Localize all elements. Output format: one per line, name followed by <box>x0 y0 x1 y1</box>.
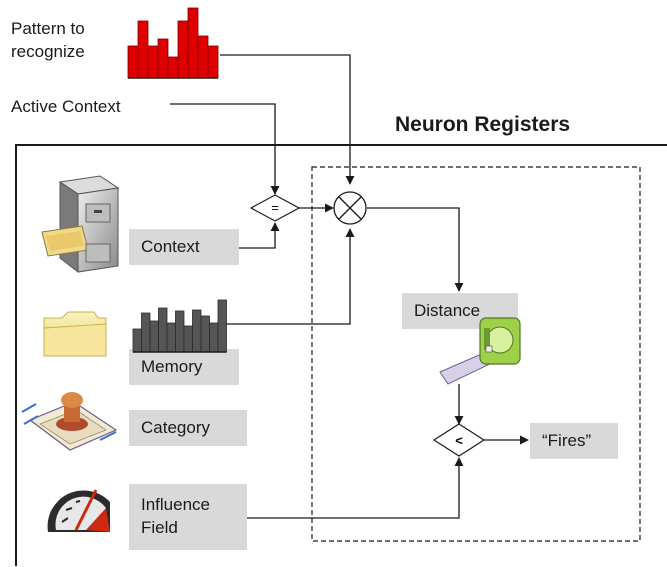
influence-field-box: Influence Field <box>129 484 247 550</box>
context-compare-node: = <box>249 194 301 222</box>
neuron-registers-title: Neuron Registers <box>395 113 571 136</box>
stamp-icon <box>21 392 118 451</box>
memory-bars-icon <box>132 299 227 353</box>
pattern-bars-icon <box>127 7 219 79</box>
filing-cabinet-icon <box>41 175 120 274</box>
context-line <box>239 222 280 249</box>
influence-label-line-2: Field <box>141 518 178 537</box>
memory-bars-bar <box>149 320 159 353</box>
category-box: Category <box>129 410 247 446</box>
connections <box>170 54 529 519</box>
pattern-bars-bar <box>137 20 149 79</box>
memory-line <box>226 228 355 325</box>
memory-bars-bar <box>183 325 193 353</box>
context-label: Context <box>141 236 200 256</box>
memory-bars-bar <box>217 299 227 353</box>
pattern-bars-bar <box>127 45 139 79</box>
memory-bars-bar <box>141 312 151 353</box>
pattern-bars-bar <box>147 45 159 79</box>
influence-line <box>247 457 464 519</box>
pattern-bars-bar <box>177 20 189 79</box>
memory-bars-bar <box>175 310 185 353</box>
memory-bars-bar <box>209 322 219 353</box>
pattern-bars-bar <box>197 35 209 79</box>
equal-symbol: = <box>271 200 279 215</box>
memory-box: Memory <box>129 349 239 385</box>
pattern-bars-bar <box>167 56 179 79</box>
fires-label: “Fires” <box>542 430 592 450</box>
pattern-bars-bar <box>207 45 219 79</box>
folder-icon <box>43 311 107 357</box>
pattern-label-line-2: recognize <box>11 41 85 61</box>
memory-bars-bar <box>158 307 168 353</box>
xor-to-distance-line <box>367 207 464 292</box>
pattern-bars-bar <box>157 38 169 79</box>
memory-bars-bar <box>166 322 176 353</box>
less-than-symbol: < <box>455 433 463 448</box>
influence-label-line-1: Influence <box>141 495 210 515</box>
memory-bars-bar <box>132 328 142 353</box>
xor-node <box>333 191 367 225</box>
memory-label: Memory <box>141 356 203 376</box>
pattern-to-recognize-label: Pattern to recognize <box>11 18 85 64</box>
memory-bars-bar <box>192 309 202 353</box>
memory-bars-bar <box>200 315 210 353</box>
register-frame <box>15 144 667 566</box>
fires-box: “Fires” <box>530 423 618 459</box>
pattern-line <box>220 54 355 185</box>
distance-label: Distance <box>414 300 481 320</box>
pattern-label-line-1: Pattern to <box>11 19 85 38</box>
category-label: Category <box>141 417 210 437</box>
threshold-compare-node: < <box>432 423 486 457</box>
tape-measure-icon <box>439 317 521 385</box>
gauge-icon <box>47 489 110 532</box>
pattern-bars-bar <box>187 7 199 79</box>
active-context-label: Active Context <box>11 97 121 116</box>
context-box: Context <box>129 229 239 265</box>
active-context-line <box>170 103 280 195</box>
distance-box: Distance <box>402 293 518 329</box>
neuron-boundary <box>311 166 641 542</box>
